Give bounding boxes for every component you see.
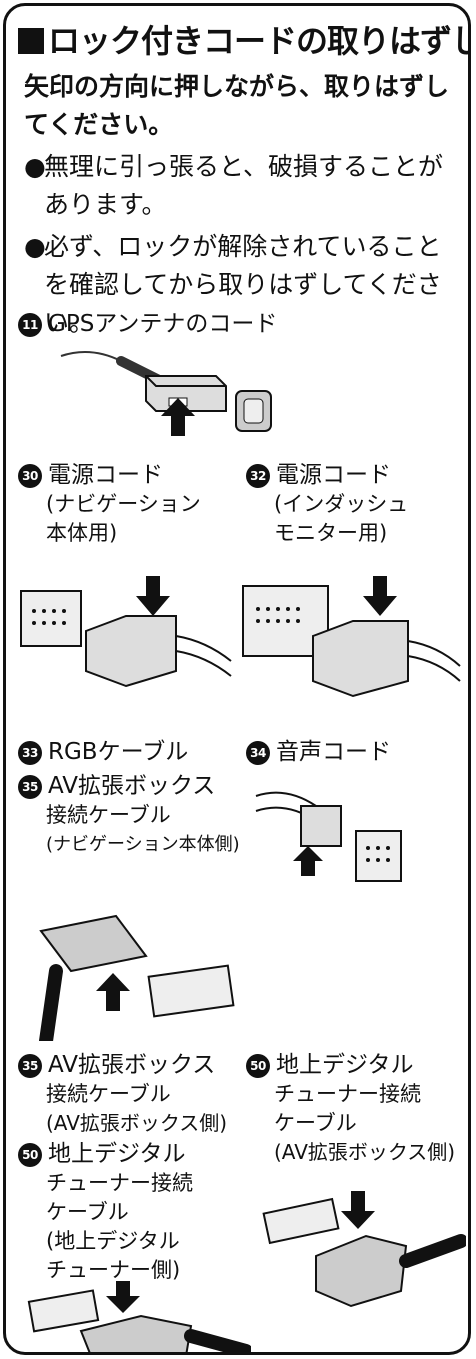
bullet-item: ● 必ず、ロックが解除されていることを確認してから取りはずしてください。 (24, 228, 464, 342)
number-badge: 35 (18, 1054, 42, 1078)
label-sub: (AV拡張ボックス側) (274, 1140, 456, 1164)
label-sub: ケーブル (46, 1200, 129, 1224)
label-sub: 接続ケーブル (46, 1082, 171, 1106)
instruction-card: ロック付きコードの取りはずしかた 矢印の方向に押しながら、取りはずしてください。… (3, 3, 471, 1355)
number-badge: 30 (18, 464, 42, 488)
number-badge: 11 (18, 313, 42, 337)
square-bullet-icon (18, 28, 44, 54)
label-sub: (ナビゲーション本体側) (46, 834, 240, 855)
bullet-icon: ● (24, 232, 46, 261)
bullet-item: ● 無理に引っ張ると、破損することがあります。 (24, 148, 464, 224)
audio-connector-illustration (255, 791, 402, 882)
title-text: ロック付きコードの取りはずしかた (48, 22, 468, 60)
label-main: GPSアンテナのコード (48, 311, 278, 337)
label-sub: チューナー側) (46, 1258, 181, 1282)
gps-connector-illustration (60, 351, 272, 436)
bullet-icon: ● (24, 152, 46, 181)
label-sub: チューナー接続 (274, 1082, 421, 1106)
label-sub: (地上デジタル (46, 1229, 180, 1253)
dtv-cable-box-illustration (262, 1191, 466, 1308)
dtv-cable-tuner-illustration (27, 1281, 251, 1352)
label-main: 音声コード (276, 739, 391, 765)
label-sub: (AV拡張ボックス側) (46, 1111, 228, 1135)
power-connector-monitor-illustration (242, 576, 461, 698)
bullet-text: 必ず、ロックが解除されていることを確認してから取りはずしてください。 (44, 232, 442, 337)
label-main: 電源コード (48, 462, 163, 488)
label-main: AV拡張ボックス (48, 773, 216, 799)
av-cable-navi-illustration (39, 914, 235, 1041)
label-sub: (インダッシュ (274, 492, 409, 516)
label-main: 地上デジタル (48, 1141, 186, 1167)
label-main: 地上デジタル (276, 1052, 414, 1078)
number-badge: 32 (246, 464, 270, 488)
intro-text: 矢印の方向に押しながら、取りはずしてください。 (24, 72, 450, 139)
number-badge: 33 (18, 741, 42, 765)
label-sub: ケーブル (274, 1111, 357, 1135)
power-connector-navi-illustration (20, 576, 232, 688)
section-title: ロック付きコードの取りはずしかた (18, 16, 468, 62)
number-badge: 34 (246, 741, 270, 765)
number-badge: 50 (246, 1054, 270, 1078)
label-sub: (ナビゲーション (46, 492, 201, 516)
label-sub: 本体用) (46, 521, 118, 545)
label-sub: モニター用) (274, 521, 388, 545)
number-badge: 50 (18, 1143, 42, 1167)
bullet-text: 無理に引っ張ると、破損することがあります。 (44, 152, 444, 219)
number-badge: 35 (18, 775, 42, 799)
label-sub: チューナー接続 (46, 1171, 193, 1195)
label-sub: 接続ケーブル (46, 803, 171, 827)
label-main: RGBケーブル (48, 739, 189, 765)
label-main: 電源コード (276, 462, 391, 488)
label-main: AV拡張ボックス (48, 1052, 216, 1078)
